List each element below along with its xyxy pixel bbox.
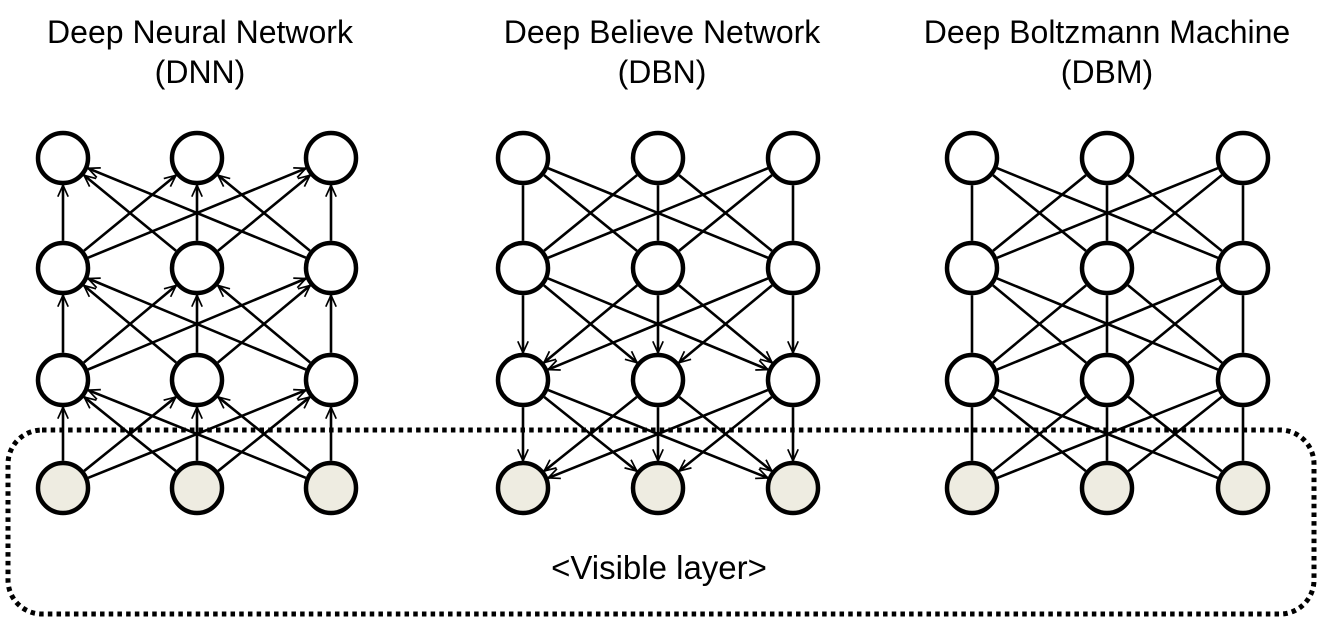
visible-layer-boundary	[5, 427, 1317, 617]
edge-dbn	[677, 395, 773, 473]
network-abbr-text: (DBM)	[1060, 54, 1154, 90]
node-dbm-layer4-1	[944, 460, 1000, 516]
network-title-dbm: Deep Boltzmann Machine (DBM)	[867, 12, 1334, 92]
edge-dbn	[678, 174, 773, 252]
edge-dnn	[217, 173, 312, 252]
node-dnn-layer2-1	[35, 240, 91, 296]
edge-dbm	[992, 395, 1087, 473]
network-abbr-text: (DNN)	[154, 54, 246, 90]
node-dnn-layer1-2	[169, 130, 225, 186]
node-dnn-layer4-1	[35, 460, 91, 516]
edge-dbn	[547, 167, 769, 259]
edge-dbn	[546, 388, 769, 480]
edge-dbm	[992, 284, 1087, 364]
node-dbn-layer4-3	[765, 460, 821, 516]
network-title-text: Deep Boltzmann Machine	[923, 14, 1291, 50]
node-dnn-layer2-3	[303, 240, 359, 296]
edge-dbm	[1127, 284, 1223, 364]
node-dbn-layer3-3	[765, 352, 821, 408]
edge-dnn	[83, 284, 178, 364]
edge-dbn	[542, 395, 638, 473]
edge-dbn	[677, 284, 773, 364]
network-title-text: Deep Neural Network	[47, 14, 353, 50]
node-dbn-layer3-1	[495, 352, 551, 408]
network-title-text: Deep Believe Network	[503, 14, 821, 50]
node-dnn-layer1-3	[303, 130, 359, 186]
node-dnn-layer4-3	[303, 460, 359, 516]
node-dbm-layer3-3	[1215, 352, 1271, 408]
node-dbm-layer1-2	[1079, 130, 1135, 186]
node-dbn-layer3-2	[630, 352, 686, 408]
node-dbm-layer1-1	[944, 130, 1000, 186]
edge-dbm	[1127, 395, 1223, 473]
node-dbm-layer2-1	[944, 240, 1000, 296]
node-dbm-layer2-2	[1079, 240, 1135, 296]
edge-dnn	[217, 395, 312, 472]
node-dbn-layer2-1	[495, 240, 551, 296]
node-dbn-layer2-3	[765, 240, 821, 296]
edge-dbm	[1127, 174, 1223, 252]
edge-dbn	[546, 277, 769, 371]
node-dbm-layer3-1	[944, 352, 1000, 408]
node-dnn-layer3-2	[169, 352, 225, 408]
edge-dnn	[83, 173, 178, 252]
node-dnn-layer2-2	[169, 240, 225, 296]
edge-dnn	[87, 167, 308, 259]
edge-dbm	[996, 167, 1219, 259]
edge-dnn	[87, 277, 308, 371]
edge-dnn	[87, 388, 308, 480]
node-dbn-layer4-2	[630, 460, 686, 516]
edge-dnn	[83, 395, 178, 472]
node-dbn-layer1-1	[495, 130, 551, 186]
node-dnn-layer1-1	[35, 130, 91, 186]
edge-dbm	[996, 277, 1219, 371]
node-dbn-layer4-1	[495, 460, 551, 516]
edge-dbm	[996, 388, 1219, 480]
edge-dnn	[217, 284, 312, 364]
network-abbr-text: (DBN)	[617, 54, 707, 90]
node-dbm-layer4-3	[1215, 460, 1271, 516]
node-dbm-layer4-2	[1079, 460, 1135, 516]
node-dnn-layer4-2	[169, 460, 225, 516]
edge-dbm	[992, 174, 1087, 252]
node-dbn-layer1-3	[765, 130, 821, 186]
network-title-dnn: Deep Neural Network (DNN)	[0, 12, 440, 92]
edge-dbn	[543, 174, 638, 252]
node-dnn-layer3-3	[303, 352, 359, 408]
node-dnn-layer3-1	[35, 352, 91, 408]
node-dbm-layer1-3	[1215, 130, 1271, 186]
network-title-dbn: Deep Believe Network (DBN)	[422, 12, 902, 92]
node-dbn-layer1-2	[630, 130, 686, 186]
node-dbm-layer2-3	[1215, 240, 1271, 296]
node-dbn-layer2-2	[630, 240, 686, 296]
visible-layer-label: <Visible layer>	[551, 549, 767, 586]
edge-dbn	[542, 284, 638, 364]
node-dbm-layer3-2	[1079, 352, 1135, 408]
